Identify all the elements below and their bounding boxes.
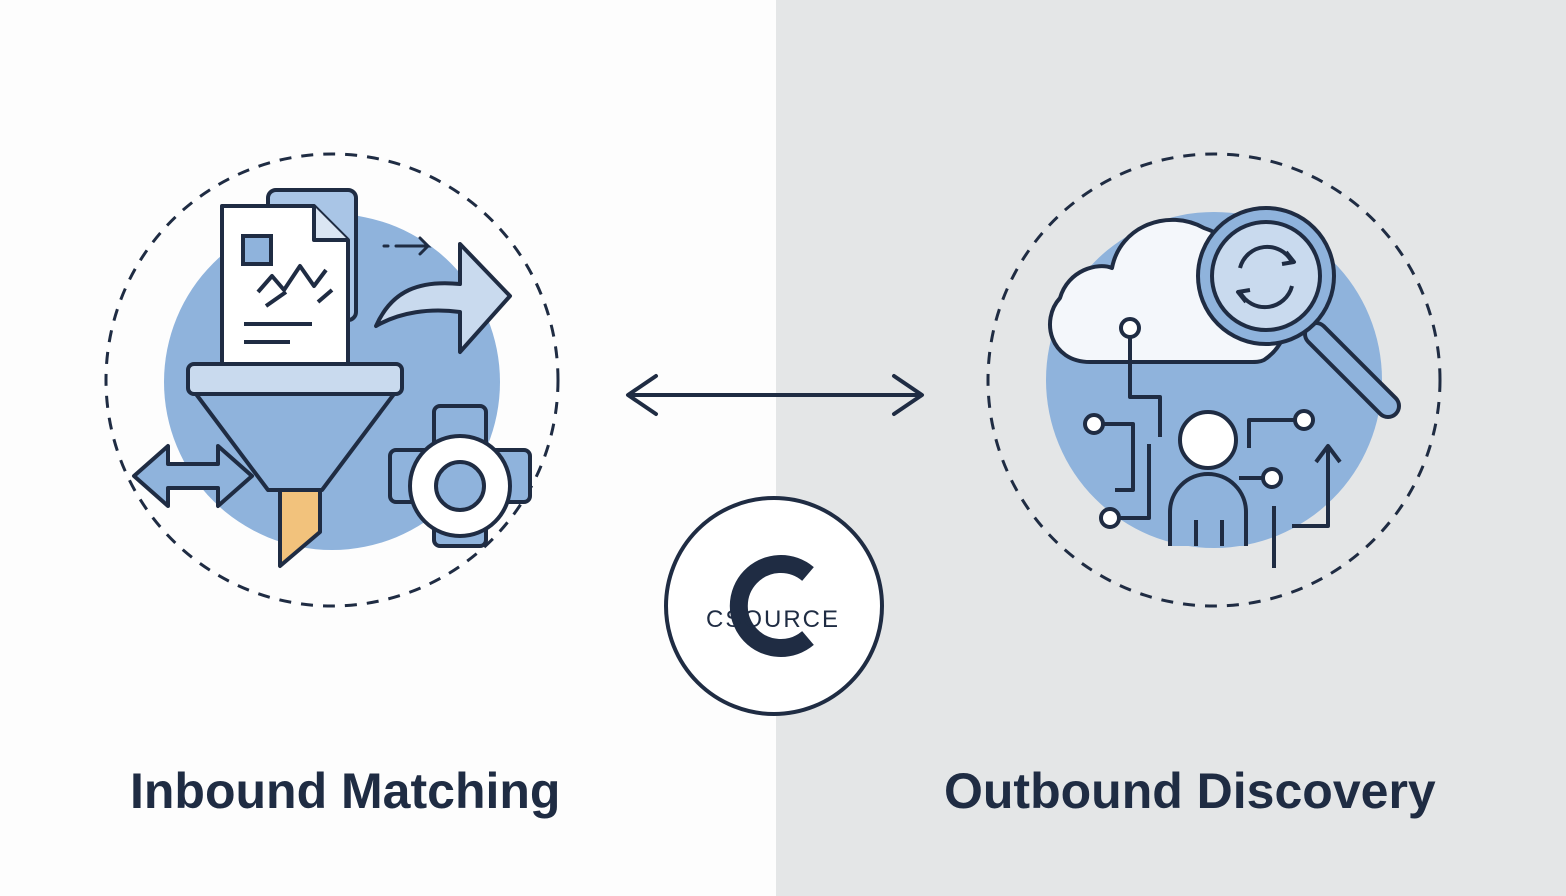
gear-icon xyxy=(388,404,532,548)
right-arrow-icon xyxy=(374,236,512,354)
left-dashed-ring xyxy=(104,152,560,608)
circuit-icon xyxy=(1083,317,1342,568)
magnifier-icon xyxy=(1196,206,1401,419)
logo-text: CSOURCE xyxy=(705,606,840,633)
right-dashed-ring xyxy=(986,152,1442,608)
outbound-discovery-icon xyxy=(986,152,1442,608)
csource-logo xyxy=(664,496,884,716)
inbound-matching-icon xyxy=(104,152,560,608)
document-front-icon xyxy=(220,204,350,366)
bidirectional-arrow-icon xyxy=(626,374,924,416)
funnel-icon xyxy=(186,362,404,568)
logo-c-mark xyxy=(729,555,814,657)
double-arrow-icon xyxy=(132,444,254,508)
person-icon xyxy=(1168,410,1248,546)
outbound-discovery-title: Outbound Discovery xyxy=(944,763,1436,819)
inbound-matching-title: Inbound Matching xyxy=(130,763,561,819)
